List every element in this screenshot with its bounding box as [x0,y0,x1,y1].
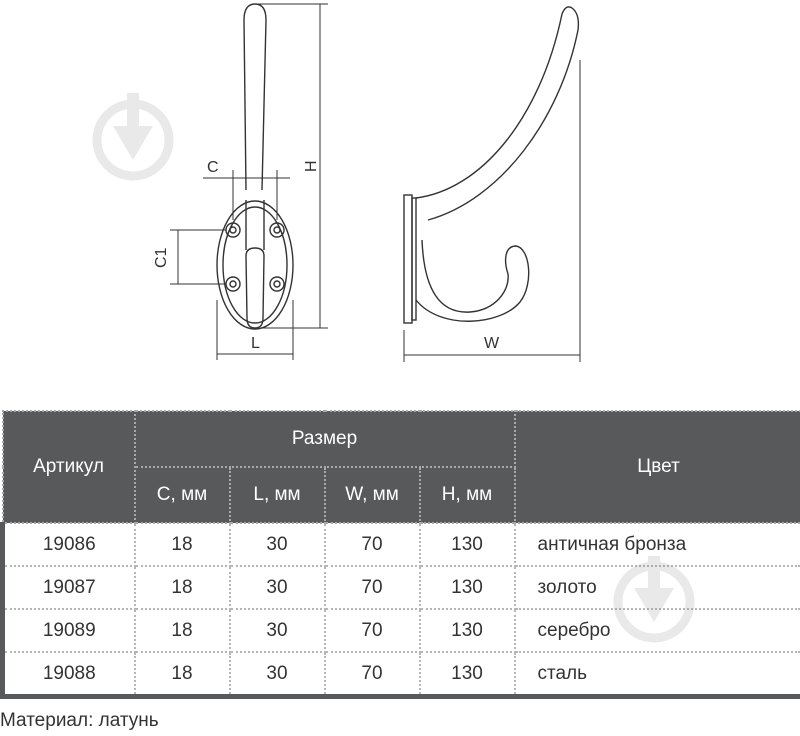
spec-table: Артикул Размер Цвет C, мм L, мм W, мм H,… [0,410,800,699]
material-note: Материал: латунь [0,710,159,731]
dim-h-label: H [303,160,320,172]
header-color: Цвет [513,410,800,524]
header-w: W, мм [323,466,421,524]
cell-l: 30 [228,608,326,653]
cell-h: 130 [418,651,516,699]
cell-w: 70 [323,651,421,699]
technical-drawing: C H C1 L W [92,3,581,362]
cell-c: 18 [133,522,231,567]
cell-h: 130 [418,522,516,567]
cell-l: 30 [228,651,326,699]
front-view [216,3,294,330]
header-c: C, мм [133,466,231,524]
dimension-lines [170,3,581,362]
dim-l-label: L [251,335,260,352]
cell-w: 70 [323,522,421,567]
header-h: H, мм [418,466,516,524]
table-row: 19086 18 30 70 130 античная бронза [0,522,800,567]
cell-c: 18 [133,565,231,610]
dim-w-label: W [484,335,500,352]
cell-color: золото [513,565,800,610]
cell-article: 19086 [0,522,136,567]
side-view [403,6,580,324]
cell-l: 30 [228,522,326,567]
cell-l: 30 [228,565,326,610]
dim-c-label: C [207,159,219,176]
cell-c: 18 [133,651,231,699]
cell-article: 19089 [0,608,136,653]
header-article: Артикул [1,410,136,524]
cell-color: сталь [513,651,800,699]
table-row: 19087 18 30 70 130 золото [0,565,800,610]
watermark-icon [92,93,174,181]
cell-article: 19087 [0,565,136,610]
table-row: 19088 18 30 70 130 сталь [0,651,800,699]
header-size-group: Размер [133,410,516,468]
cell-color: античная бронза [513,522,800,567]
cell-w: 70 [323,565,421,610]
cell-article: 19088 [0,651,136,699]
cell-h: 130 [418,565,516,610]
cell-w: 70 [323,608,421,653]
table-row: 19089 18 30 70 130 серебро [0,608,800,653]
header-l: L, мм [228,466,326,524]
dim-c1-label: C1 [153,247,170,268]
cell-h: 130 [418,608,516,653]
cell-c: 18 [133,608,231,653]
watermark-icon [613,556,695,643]
cell-color: серебро [513,608,800,653]
